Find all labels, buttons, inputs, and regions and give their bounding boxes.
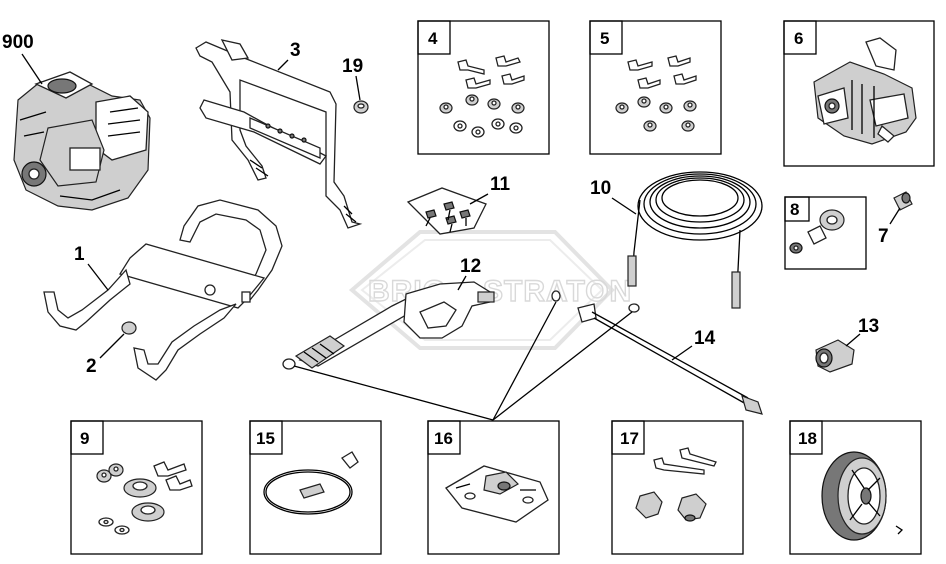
callout-14: 14 [694, 328, 716, 349]
callout-7: 7 [878, 226, 889, 247]
box-15: 15 [249, 420, 382, 555]
callout-10: 10 [590, 178, 611, 199]
callout-3: 3 [290, 40, 301, 61]
callout-13: 13 [858, 316, 879, 337]
quick-connect-part[interactable] [789, 209, 845, 254]
frame-part[interactable] [195, 39, 363, 229]
box-4: 4 [417, 20, 550, 155]
box-6: 6 [783, 20, 935, 167]
box-17: 17 [611, 420, 744, 555]
box-18: 18 [789, 420, 922, 555]
engine-part[interactable] [13, 71, 151, 211]
callout-11: 11 [490, 174, 511, 195]
callout-1: 1 [74, 244, 85, 265]
box-number-17: 17 [620, 429, 639, 448]
box-number-6: 6 [794, 29, 803, 48]
watermark: BRIG STRATON [348, 230, 632, 350]
callout-19: 19 [342, 56, 363, 77]
callout-900: 900 [2, 32, 34, 53]
callout-2: 2 [86, 356, 97, 377]
adapter-part[interactable] [815, 339, 855, 373]
callout-12: 12 [460, 256, 481, 277]
wheel-part[interactable] [821, 451, 904, 541]
box-5: 5 [589, 20, 722, 155]
box-number-8: 8 [790, 200, 799, 219]
hose-part[interactable] [627, 171, 763, 313]
wand-part[interactable] [551, 290, 763, 415]
box-number-15: 15 [256, 429, 275, 448]
box-9: 9 [70, 420, 203, 555]
bolts-set-a[interactable] [439, 55, 525, 138]
cap-part[interactable] [121, 321, 137, 335]
leader-lines-box-16 [293, 301, 633, 421]
box-16: 16 [427, 420, 560, 555]
fitting-part[interactable] [893, 191, 913, 211]
collar-part[interactable] [353, 100, 369, 114]
box-number-18: 18 [798, 429, 817, 448]
wheel-hardware-part[interactable] [96, 461, 193, 535]
hardware-bag-part[interactable] [445, 465, 549, 523]
box-number-16: 16 [434, 429, 453, 448]
pump-part[interactable] [813, 37, 917, 145]
knob-bolts-part[interactable] [635, 447, 717, 522]
decal-clips-part[interactable] [406, 187, 487, 235]
box-number-4: 4 [428, 29, 438, 48]
oring-kit-part[interactable] [263, 451, 359, 515]
box-8: 8 [784, 196, 867, 270]
bolts-set-b[interactable] [615, 55, 697, 132]
gun-part[interactable] [282, 281, 495, 370]
base-frame-part[interactable] [43, 199, 283, 381]
box-number-9: 9 [80, 429, 89, 448]
box-number-5: 5 [600, 29, 609, 48]
